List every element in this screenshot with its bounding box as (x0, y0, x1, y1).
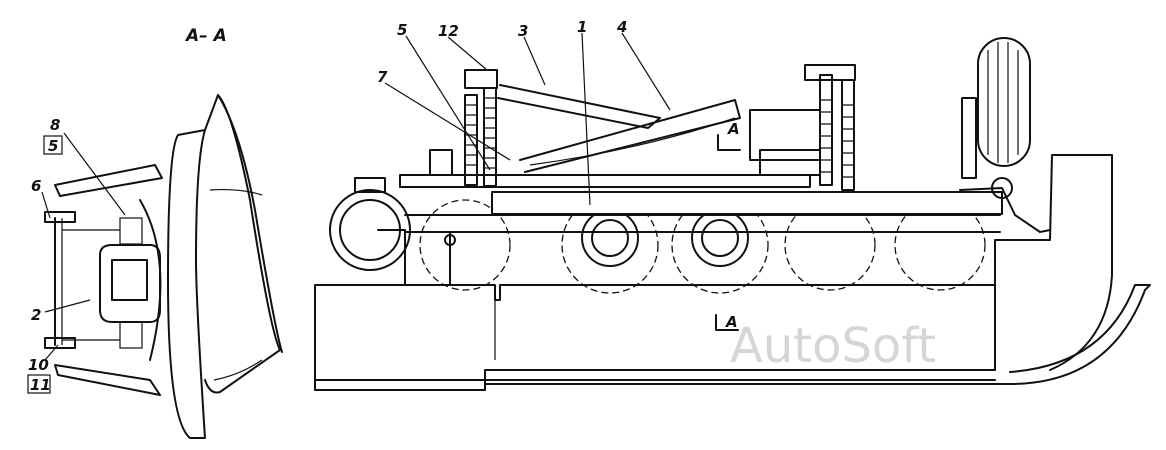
callout-5-box: 5 (43, 135, 63, 155)
section-view (41, 94, 283, 439)
view-marker-top: А (727, 120, 740, 138)
callout-2: 2 (31, 306, 41, 324)
callout-6: 6 (31, 177, 41, 195)
callout-5-boxed: 5 (48, 137, 58, 155)
side-view (314, 32, 1151, 391)
watermark: AutoSoft (730, 318, 936, 374)
callout-12: 12 (438, 22, 459, 40)
view-marker-bottom: А (725, 313, 738, 331)
callout-1: 1 (577, 18, 587, 36)
callout-5: 5 (397, 21, 407, 39)
callout-3: 3 (518, 22, 528, 40)
callout-7: 7 (377, 68, 388, 86)
callout-11-box: 11 (27, 374, 51, 394)
callout-8: 8 (50, 116, 60, 134)
callout-11-boxed: 11 (30, 376, 51, 394)
callout-10: 10 (28, 356, 49, 374)
section-title: А– А (184, 26, 227, 46)
callout-4: 4 (616, 18, 627, 36)
